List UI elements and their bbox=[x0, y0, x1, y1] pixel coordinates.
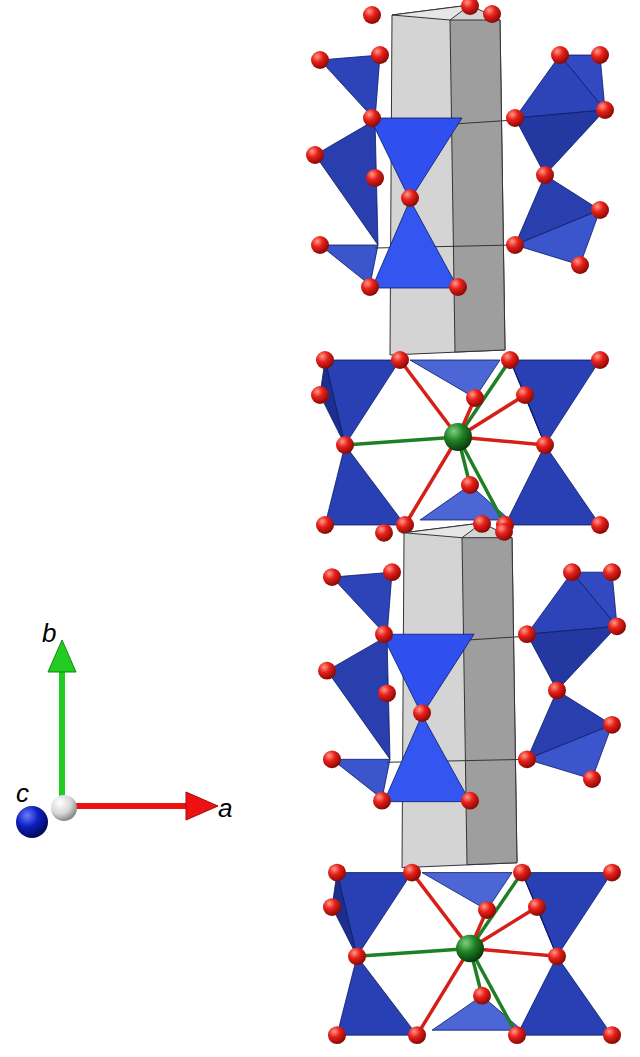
axis-label: a bbox=[218, 795, 232, 821]
axis-triad bbox=[16, 640, 218, 838]
axis-label: b bbox=[42, 620, 56, 646]
structure-unit bbox=[306, 0, 614, 534]
axis-label: c bbox=[16, 780, 29, 806]
structure-unit bbox=[318, 515, 626, 1044]
